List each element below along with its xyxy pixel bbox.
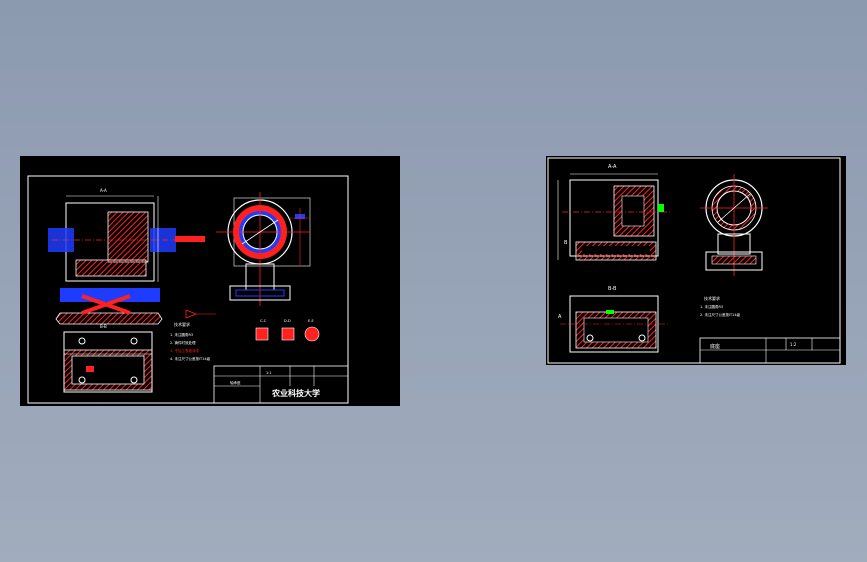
mark-a: A	[558, 314, 562, 320]
tech-requirements: 技术要求 1. 未注圆角R3 2. 铸件时效处理 3. 不加工表面涂漆 4. 未…	[170, 321, 211, 361]
drawing-sheet-right[interactable]: A-A B B-B	[546, 156, 846, 365]
title-scale: 1:1	[266, 371, 272, 375]
side-view	[216, 192, 311, 306]
base-section	[55, 294, 163, 325]
side-view	[700, 174, 768, 276]
tech-req-item: 2. 未注尺寸公差按IT14级	[700, 312, 741, 317]
section-label-bb: B-B	[608, 286, 617, 292]
tech-req-heading: 技术要求	[704, 295, 720, 301]
tech-req-item: 1. 未注圆角R3	[700, 304, 723, 309]
title-scale: 1:2	[790, 342, 797, 347]
bottom-view: B-B A	[558, 286, 670, 353]
tech-req-item: 4. 未注尺寸公差按IT14级	[170, 356, 211, 361]
tech-req-heading: 技术要求	[174, 321, 190, 327]
drawing-sheet-left[interactable]: A-A	[20, 156, 400, 406]
detail-views: C-C D-D E-E	[185, 309, 320, 342]
title-name: 轴承座	[230, 380, 241, 385]
section-label-aa: A-A	[100, 188, 107, 193]
section-label-ee: E-E	[308, 319, 314, 323]
tech-requirements: 技术要求 1. 未注圆角R3 2. 未注尺寸公差按IT14级	[700, 295, 741, 317]
front-view: A-A	[48, 188, 205, 302]
title-university: 农业科技大学	[271, 388, 320, 398]
bottom-view: B-B	[63, 324, 153, 393]
section-label-cc: C-C	[260, 319, 267, 323]
drawing-canvas-left: A-A	[27, 175, 349, 404]
drawing-canvas-right: A-A B B-B	[547, 157, 841, 364]
tech-req-item: 3. 不加工表面涂漆	[170, 348, 199, 353]
sheet-border	[547, 157, 841, 364]
mark-b: B	[564, 240, 568, 246]
section-label-aa: A-A	[608, 164, 617, 170]
title-block-right: 底座 1:2	[699, 337, 841, 364]
tech-req-item: 2. 铸件时效处理	[170, 340, 196, 345]
sheet-border	[27, 175, 349, 404]
section-label-dd: D-D	[284, 319, 291, 323]
title-block-left: 1:1 轴承座 农业科技大学	[213, 365, 349, 404]
title-name: 底座	[710, 343, 720, 350]
front-view: A-A B	[557, 164, 670, 261]
section-label-bb: B-B	[100, 324, 107, 329]
tech-req-item: 1. 未注圆角R3	[170, 332, 193, 337]
